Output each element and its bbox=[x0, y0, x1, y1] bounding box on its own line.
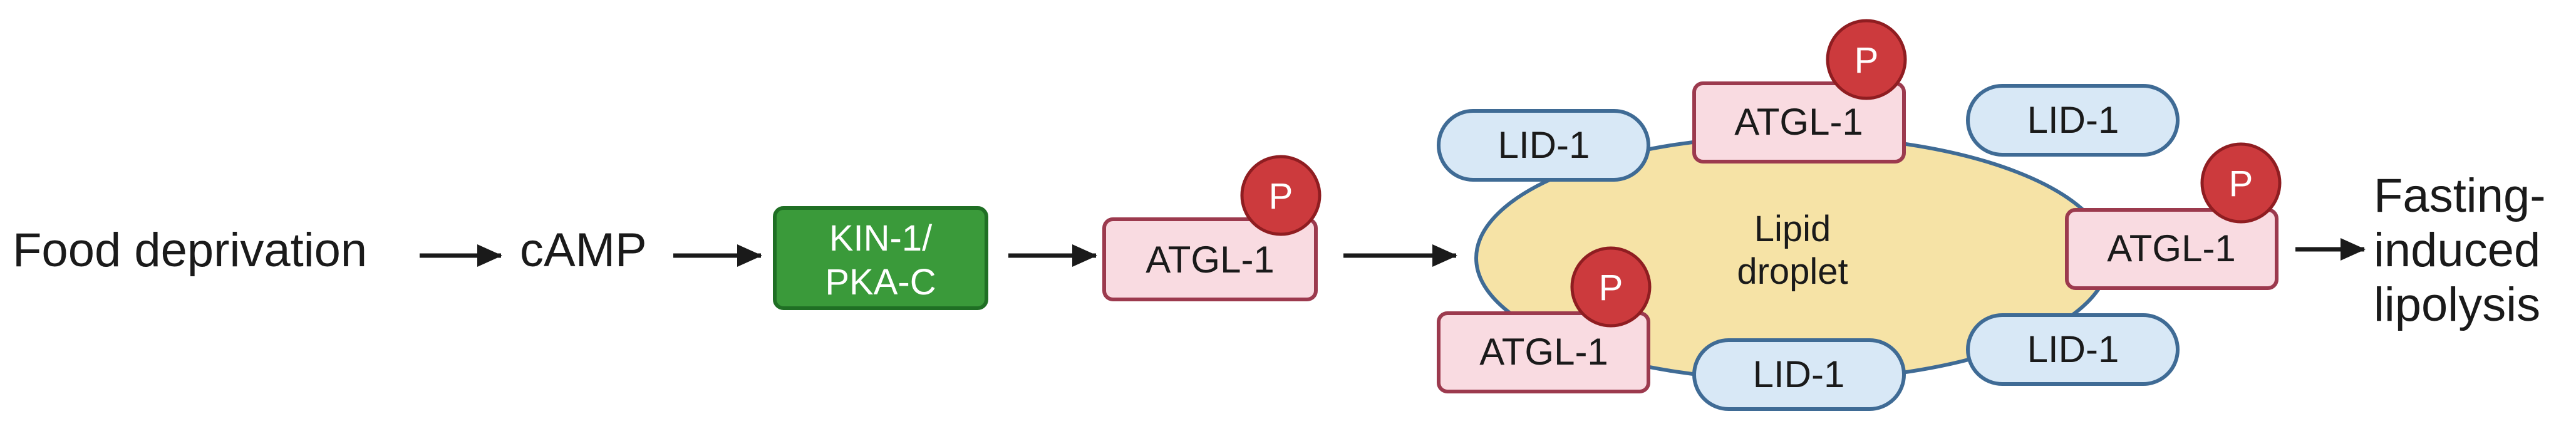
phospho-label-bottom-left: P bbox=[1599, 267, 1623, 308]
lid1-pill-top-left bbox=[1437, 109, 1650, 182]
phospho-badge-free bbox=[1240, 155, 1322, 236]
lid1-pill-top-right bbox=[1966, 84, 2180, 157]
phospho-badge-top bbox=[1826, 19, 1907, 100]
lid1-pill-bottom-center bbox=[1692, 338, 1906, 411]
lid1-label-bottom-right: LID-1 bbox=[2027, 328, 2119, 370]
phospho-badge-bottom-left bbox=[1570, 246, 1652, 328]
outcome-line-1: Fasting- bbox=[2374, 169, 2546, 222]
lipid-label: Lipid bbox=[1754, 209, 1831, 249]
kin1-pka-c-box bbox=[773, 206, 988, 310]
outcome-line-3: lipolysis bbox=[2374, 278, 2540, 331]
phospho-label-free: P bbox=[1269, 176, 1293, 217]
phospho-badge-right bbox=[2200, 142, 2282, 224]
atgl1-box-free bbox=[1102, 217, 1318, 301]
atgl1-box-bottom-left bbox=[1437, 311, 1650, 393]
camp-label: cAMP bbox=[520, 224, 647, 277]
kin1-label: KIN-1/ bbox=[829, 218, 933, 259]
lid1-label-top-right: LID-1 bbox=[2027, 99, 2119, 141]
food-deprivation-label: Food deprivation bbox=[13, 224, 367, 277]
atgl1-label-top: ATGL-1 bbox=[1734, 101, 1863, 143]
outcome-line-2: induced bbox=[2374, 224, 2540, 277]
phospho-label-right: P bbox=[2229, 164, 2253, 204]
atgl1-label-free: ATGL-1 bbox=[1146, 239, 1275, 281]
atgl1-box-right bbox=[2065, 208, 2279, 290]
pka-c-label: PKA-C bbox=[825, 262, 936, 303]
phospho-label-top: P bbox=[1854, 40, 1879, 81]
lid1-pill-bottom-right bbox=[1966, 313, 2180, 386]
droplet-label: droplet bbox=[1737, 251, 1848, 292]
lid1-label-top-left: LID-1 bbox=[1498, 124, 1590, 166]
atgl1-box-top bbox=[1692, 81, 1906, 164]
lid1-label-bottom-center: LID-1 bbox=[1753, 353, 1845, 395]
atgl1-label-bottom-left: ATGL-1 bbox=[1479, 331, 1608, 373]
atgl1-label-right: ATGL-1 bbox=[2107, 227, 2236, 269]
